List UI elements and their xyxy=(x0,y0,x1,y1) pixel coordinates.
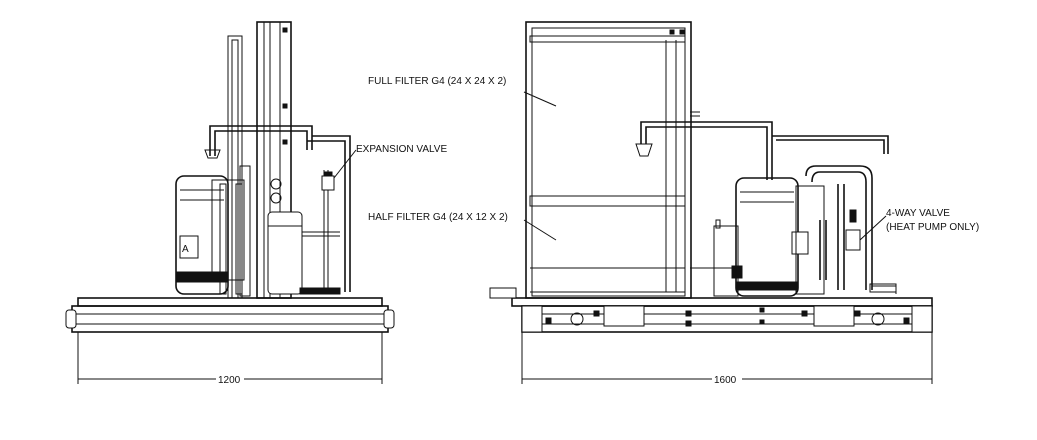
front-piping xyxy=(635,111,889,180)
front-compressor xyxy=(735,177,825,297)
heat-pump-only-label: (HEAT PUMP ONLY) xyxy=(886,222,979,233)
front-base-frame xyxy=(489,287,933,333)
expansion-valve-label: EXPANSION VALVE xyxy=(356,144,447,155)
front-view xyxy=(489,21,933,384)
side-width-dimension-label: 1200 xyxy=(218,375,241,386)
full-filter-label: FULL FILTER G4 (24 X 24 X 2) xyxy=(368,76,506,87)
front-filter-cabinet xyxy=(523,21,692,299)
side-receiver xyxy=(267,178,341,295)
half-filter-label: HALF FILTER G4 (24 X 12 X 2) xyxy=(368,212,508,223)
side-base-frame xyxy=(65,297,395,333)
side-dimension xyxy=(77,332,383,384)
front-valve-assembly xyxy=(805,165,897,294)
side-view: A xyxy=(65,21,395,384)
front-dimension xyxy=(521,332,933,384)
side-expansion-valve xyxy=(321,149,357,191)
side-compressor: A xyxy=(175,165,251,297)
four-way-valve-label: 4-WAY VALVE xyxy=(886,208,950,219)
front-condenser-housing xyxy=(690,219,743,297)
svg-text:A: A xyxy=(182,244,189,255)
front-width-dimension-label: 1600 xyxy=(714,375,737,386)
